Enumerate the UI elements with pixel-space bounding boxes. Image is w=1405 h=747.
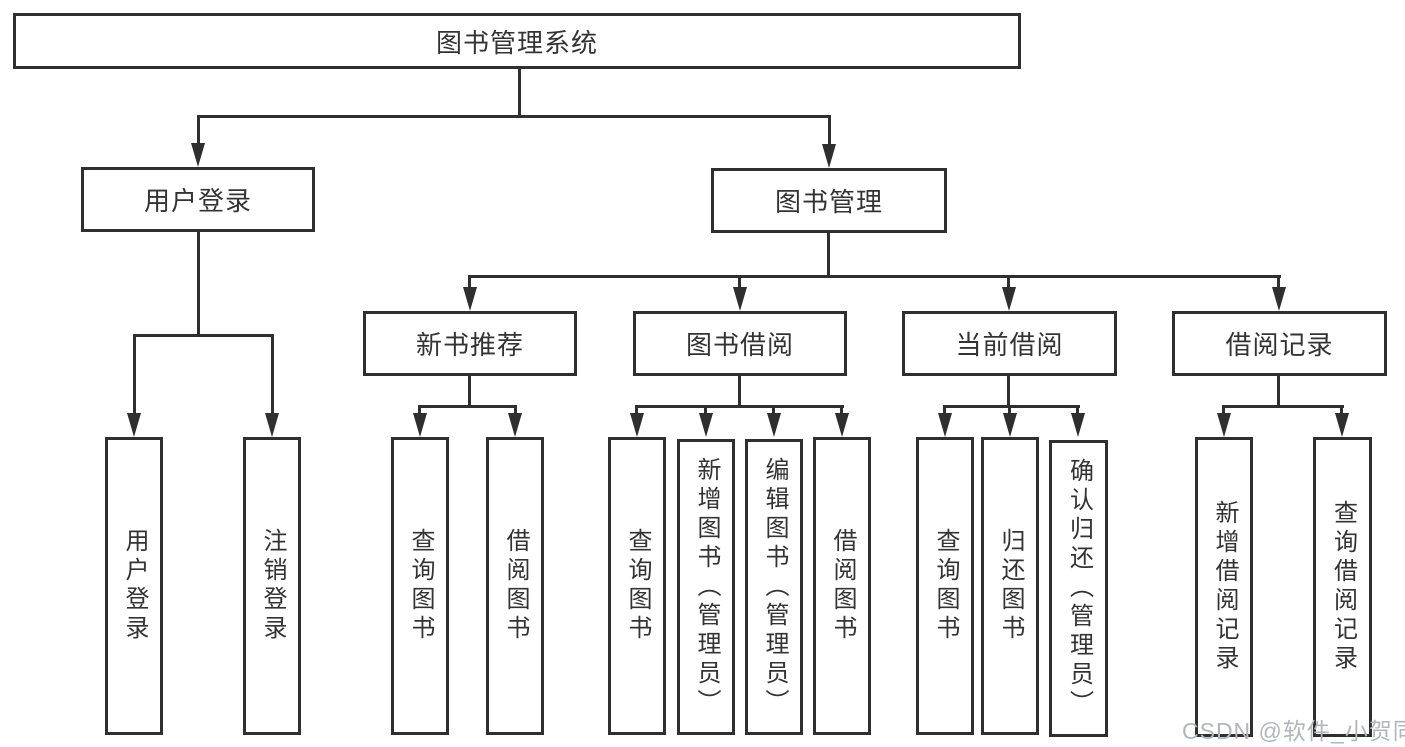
connector-line <box>197 115 200 143</box>
arrow-down-icon <box>127 413 141 437</box>
node-new-book-recommend: 新书推荐 <box>363 311 577 376</box>
node-label: 用户登录 <box>143 186 252 216</box>
connector-line <box>943 405 1080 408</box>
node-label: 图书管理 <box>774 187 883 217</box>
connector-line <box>943 405 946 413</box>
node-label: 查询图书 <box>407 528 434 644</box>
node-label: 查询图书 <box>624 528 651 644</box>
leaf-add-borrow-record: 新增借阅记录 <box>1195 437 1253 737</box>
node-label: 新书推荐 <box>415 330 524 360</box>
node-label: 用户登录 <box>121 528 148 644</box>
connector-line <box>468 376 471 408</box>
node-label: 注销登录 <box>259 528 286 644</box>
node-label: 借阅图书 <box>502 528 529 644</box>
arrow-down-icon <box>1071 413 1085 437</box>
node-label: 借阅图书 <box>829 528 856 644</box>
connector-line <box>133 334 136 413</box>
connector-line <box>1340 405 1343 413</box>
csdn-watermark: CSDN @软件_小贺同学 <box>1182 718 1405 744</box>
arrow-down-icon <box>767 413 781 437</box>
leaf-query-books-current: 查询图书 <box>916 437 974 735</box>
connector-line <box>133 334 274 337</box>
arrow-down-icon <box>630 413 644 437</box>
connector-line <box>1222 405 1225 413</box>
leaf-borrow-books-borrowing: 借阅图书 <box>813 437 871 735</box>
connector-line <box>840 405 843 413</box>
arrow-down-icon <box>733 287 747 311</box>
node-label: 新增借阅记录 <box>1211 500 1238 674</box>
arrow-down-icon <box>1003 413 1017 437</box>
arrow-down-icon <box>835 413 849 437</box>
node-borrowing-records: 借阅记录 <box>1172 311 1387 376</box>
node-label: 查询借阅记录 <box>1329 500 1357 674</box>
connector-line <box>1076 405 1079 413</box>
connector-line <box>418 405 517 408</box>
node-label: 确认归还（管理员） <box>1065 458 1093 719</box>
connector-line <box>271 334 274 413</box>
leaf-user-login: 用户登录 <box>105 437 163 735</box>
connector-line <box>468 275 471 287</box>
arrow-down-icon <box>699 413 713 437</box>
arrow-down-icon <box>1335 413 1349 437</box>
connector-line <box>772 405 775 413</box>
connector-line <box>197 115 831 118</box>
connector-line <box>827 233 830 278</box>
node-label: 编辑图书（管理员） <box>761 456 788 718</box>
connector-line <box>1277 275 1280 287</box>
leaf-edit-book-admin: 编辑图书（管理员） <box>745 439 803 735</box>
connector-line <box>635 405 844 408</box>
arrow-down-icon <box>1002 287 1016 311</box>
leaf-query-books-recommend: 查询图书 <box>391 437 449 735</box>
node-library-system-root: 图书管理系统 <box>13 13 1021 69</box>
leaf-return-book: 归还图书 <box>981 437 1039 735</box>
arrow-down-icon <box>1272 287 1286 311</box>
connector-line <box>704 405 707 413</box>
arrow-down-icon <box>1217 413 1231 437</box>
connector-line <box>1008 405 1011 413</box>
connector-line <box>1222 405 1344 408</box>
connector-line <box>514 405 517 413</box>
connector-line <box>197 232 200 336</box>
node-label: 图书借阅 <box>685 330 794 360</box>
connector-line <box>635 405 638 413</box>
arrow-down-icon <box>508 413 522 437</box>
connector-line <box>518 69 521 118</box>
node-label: 借阅记录 <box>1225 330 1334 360</box>
node-label: 查询图书 <box>932 528 959 644</box>
connector-line <box>1277 376 1280 408</box>
connector-line <box>828 115 831 144</box>
leaf-query-books-borrowing: 查询图书 <box>608 437 666 735</box>
node-label: 当前借阅 <box>955 330 1064 360</box>
leaf-logout-login: 注销登录 <box>243 437 301 735</box>
leaf-add-book-admin: 新增图书（管理员） <box>677 439 735 735</box>
arrow-down-icon <box>822 144 836 168</box>
connector-line <box>1007 275 1010 287</box>
arrow-down-icon <box>938 413 952 437</box>
connector-line <box>418 405 421 413</box>
node-label: 归还图书 <box>997 528 1024 644</box>
arrow-down-icon <box>413 413 427 437</box>
node-label: 图书管理系统 <box>435 27 598 58</box>
node-user-login: 用户登录 <box>81 167 315 232</box>
leaf-query-borrow-record: 查询借阅记录 <box>1313 437 1372 737</box>
node-book-management: 图书管理 <box>711 168 947 233</box>
node-book-borrowing: 图书借阅 <box>633 311 847 376</box>
leaf-borrow-books-recommend: 借阅图书 <box>486 437 544 735</box>
connector-line <box>738 376 741 408</box>
connector-line <box>738 275 741 287</box>
node-label: 新增图书（管理员） <box>693 456 720 718</box>
node-current-borrowing: 当前借阅 <box>902 311 1117 376</box>
arrow-down-icon <box>191 143 205 167</box>
arrow-down-icon <box>463 287 477 311</box>
leaf-confirm-return-admin: 确认归还（管理员） <box>1049 440 1108 737</box>
connector-line <box>468 275 1281 278</box>
connector-line <box>1007 376 1010 408</box>
arrow-down-icon <box>265 413 279 437</box>
